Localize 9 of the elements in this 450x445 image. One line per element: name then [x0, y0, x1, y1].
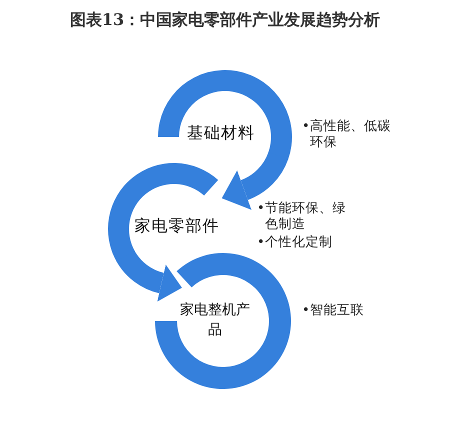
bullet-point: •智能互联: [302, 303, 364, 319]
stage-label: 家电整机产品: [179, 301, 251, 340]
arrow: [222, 152, 288, 210]
bullet-point: •高性能、低碳环保: [302, 119, 392, 151]
chart-title: 图表13：中国家电零部件产业发展趋势分析: [70, 9, 380, 30]
bullet-point: •节能环保、绿色制造: [257, 201, 348, 233]
bullet-point: •个性化定制: [257, 235, 333, 251]
stage-label: 基础材料: [187, 123, 255, 143]
stage-label: 家电零部件: [134, 216, 220, 236]
